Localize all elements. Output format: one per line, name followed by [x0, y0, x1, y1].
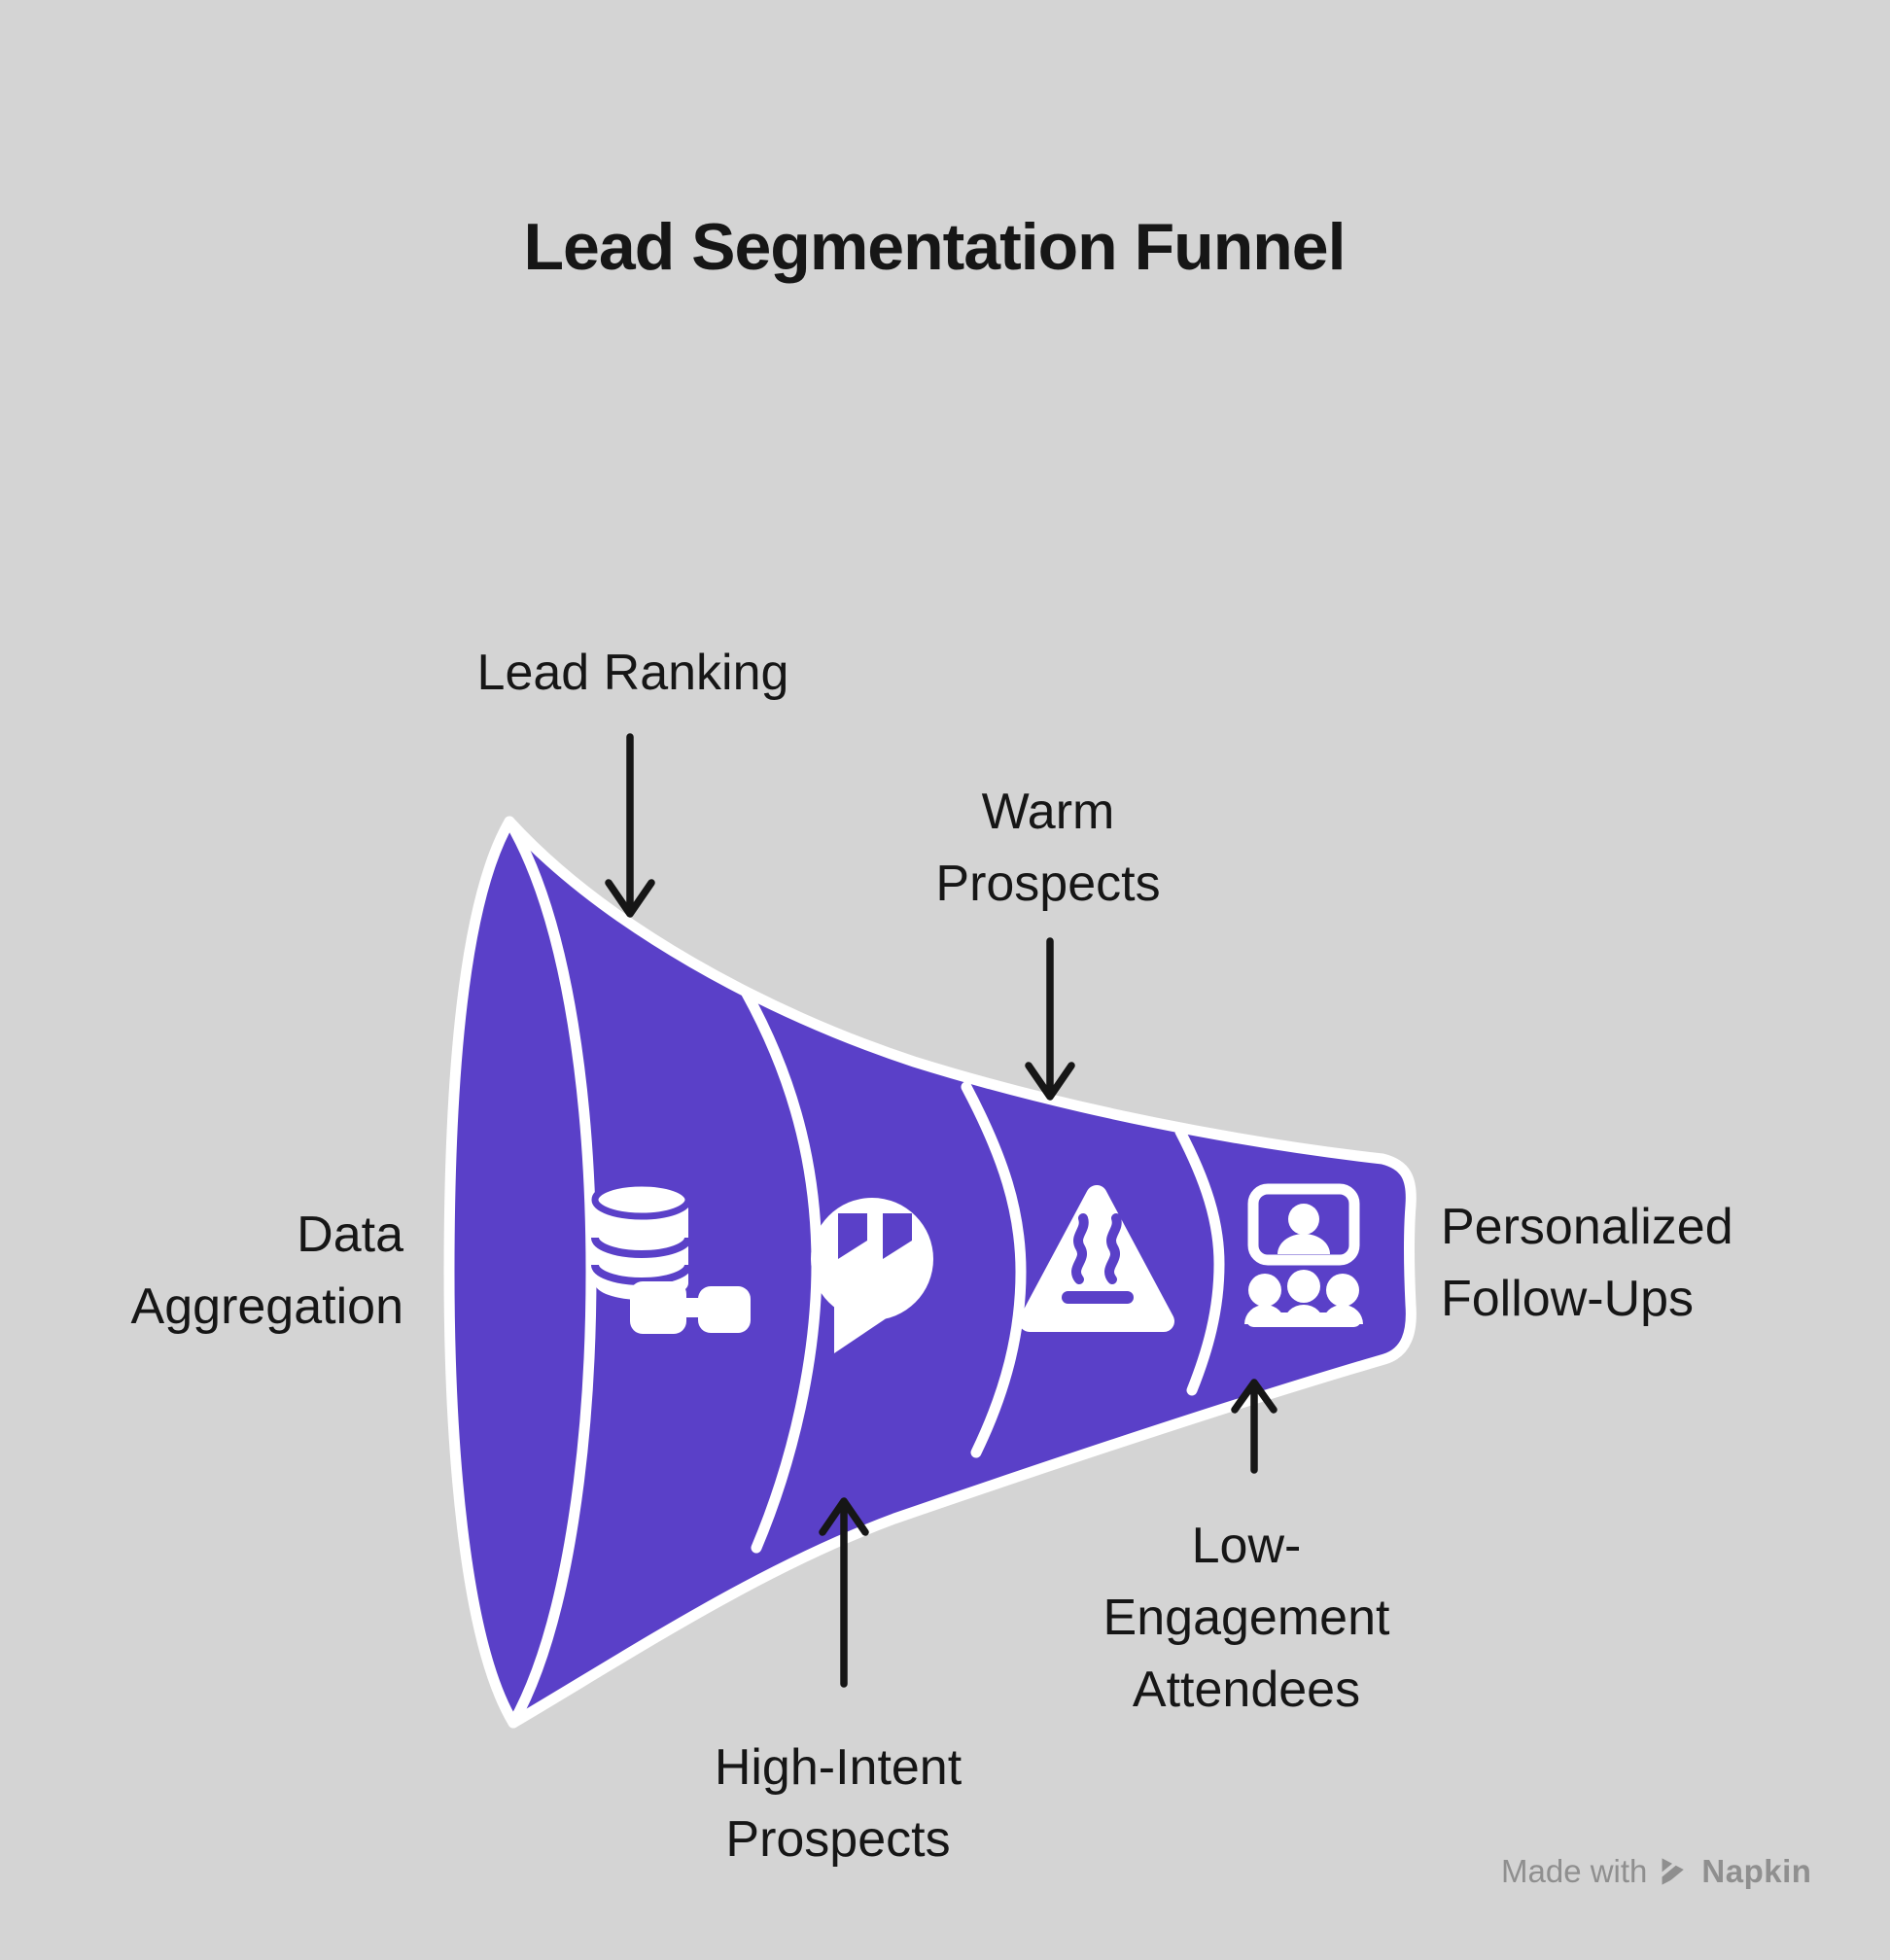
- label-line: Prospects: [935, 856, 1161, 912]
- hot-surface-warning-icon: [1019, 1185, 1174, 1332]
- label-line: Personalized: [1441, 1199, 1733, 1255]
- chat-quotes-icon: [811, 1198, 933, 1353]
- label-line: Low-: [1191, 1518, 1302, 1574]
- arrow-down-warm-prospects: [1025, 937, 1075, 1101]
- database-link-icon: [591, 1179, 751, 1334]
- label-line: Lead Ranking: [476, 645, 789, 701]
- label-line: Attendees: [1132, 1662, 1361, 1718]
- label-line: Follow-Ups: [1441, 1271, 1695, 1327]
- annotation-personalized-follow-ups: Personalized Follow-Ups: [1441, 1191, 1733, 1335]
- label-line: Prospects: [725, 1811, 951, 1868]
- label-line: Engagement: [1102, 1590, 1390, 1646]
- label-line: Warm: [981, 784, 1115, 840]
- arrow-up-low-engagement: [1231, 1379, 1278, 1474]
- page-title: Lead Segmentation Funnel: [523, 209, 1347, 284]
- stage-divider-2: [961, 1081, 1027, 1458]
- stage-divider-3: [1174, 1126, 1225, 1396]
- arrow-down-lead-ranking: [605, 733, 655, 918]
- annotation-data-aggregation: Data Aggregation: [131, 1199, 403, 1343]
- watermark: Made with Napkin: [1501, 1853, 1811, 1890]
- annotation-arrows: [605, 733, 1278, 1688]
- watermark-brand: Napkin: [1701, 1853, 1812, 1889]
- arrow-up-high-intent: [819, 1497, 869, 1688]
- annotation-low-engagement-attendees: Low- Engagement Attendees: [1103, 1510, 1390, 1726]
- label-line: High-Intent: [714, 1739, 962, 1796]
- annotation-high-intent-prospects: High-Intent Prospects: [715, 1732, 962, 1875]
- watermark-made-with: Made with: [1501, 1853, 1648, 1889]
- napkin-logo-icon: [1658, 1855, 1692, 1888]
- annotation-warm-prospects: Warm Prospects: [935, 776, 1160, 920]
- label-line: Data: [297, 1207, 403, 1263]
- funnel-bell-lip: [504, 816, 597, 1729]
- video-call-audience-icon: [1244, 1183, 1363, 1327]
- label-line: Aggregation: [130, 1278, 403, 1335]
- annotation-lead-ranking: Lead Ranking: [477, 637, 789, 709]
